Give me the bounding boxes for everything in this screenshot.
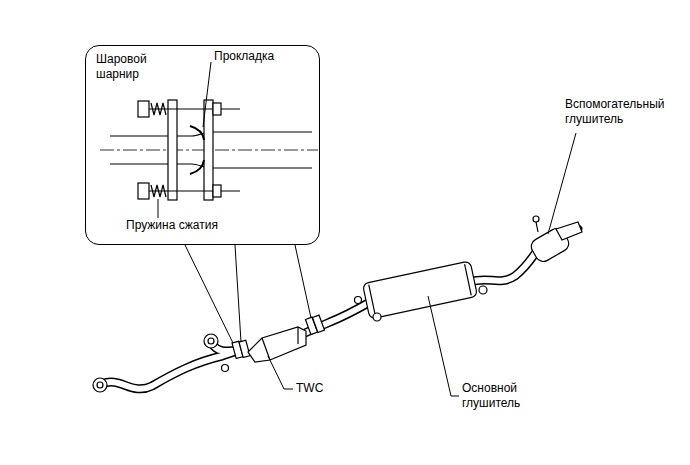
- exhaust-parts: [248, 327, 306, 362]
- exhaust-parts: [533, 216, 539, 222]
- exhaust-parts: [93, 378, 107, 392]
- exhaust-parts: [536, 222, 538, 232]
- ball-joint-detail: [151, 185, 166, 197]
- exhaust-parts: [373, 313, 381, 321]
- exhaust-parts: [362, 261, 477, 319]
- leader-line: [185, 245, 233, 343]
- leader-line: [428, 296, 459, 396]
- ball-joint-detail: [213, 185, 221, 197]
- ball-joint-detail: [149, 108, 240, 109]
- part-label: Шаровой шарнир: [96, 52, 168, 82]
- part-label: Основной глушитель: [462, 381, 542, 411]
- exhaust-parts: [222, 365, 229, 372]
- exhaust-parts: [362, 261, 477, 319]
- exhaust-parts: [556, 222, 582, 240]
- leader-line: [158, 62, 576, 396]
- ball-joint-detail: [213, 103, 221, 115]
- exhaust-parts: [239, 340, 250, 357]
- leader-line: [548, 133, 576, 234]
- part-label: Прокладка: [214, 49, 309, 64]
- exhaust-pipe: [470, 247, 540, 282]
- ball-joint-detail: [204, 100, 213, 200]
- leader-line: [235, 245, 241, 342]
- leader-line: [203, 62, 211, 127]
- exhaust-pipe: [102, 229, 578, 389]
- ball-joint-detail: [149, 190, 240, 191]
- exhaust-pipe: [470, 247, 540, 282]
- exhaust-parts: [369, 285, 376, 316]
- exhaust-pipe: [102, 350, 240, 389]
- part-label: Пружина сжатия: [126, 218, 276, 233]
- ball-joint-detail: [151, 103, 166, 115]
- exhaust-parts: [479, 286, 487, 294]
- ball-joint-detail: [168, 100, 177, 200]
- leader-line: [158, 199, 159, 218]
- exhaust-parts: [204, 334, 218, 348]
- leader-line: [295, 245, 311, 318]
- ball-joint-detail: [190, 126, 204, 174]
- callout-box: Шаровой шарнир ПрокладкаПружина сжатия: [85, 45, 320, 245]
- exhaust-parts: [312, 315, 324, 332]
- exhaust-pipe: [102, 229, 578, 389]
- ball-joint-detail: [100, 100, 318, 200]
- exhaust-parts: [297, 327, 298, 344]
- exhaust-parts: [208, 338, 214, 344]
- exhaust-pipe: [102, 350, 240, 389]
- leader-line: [268, 356, 293, 389]
- exhaust-parts: [97, 382, 103, 388]
- ball-joint-detail: [138, 101, 149, 117]
- exhaust-pipe: [102, 229, 578, 389]
- exhaust-parts: [465, 264, 472, 295]
- ball-joint-detail: [110, 136, 192, 164]
- exhaust-parts: [355, 297, 362, 304]
- part-label: Вспомогательный глушитель: [565, 97, 683, 127]
- ball-joint-detail: [138, 183, 149, 199]
- exhaust-parts: [93, 216, 582, 392]
- part-label: TWC: [296, 381, 346, 396]
